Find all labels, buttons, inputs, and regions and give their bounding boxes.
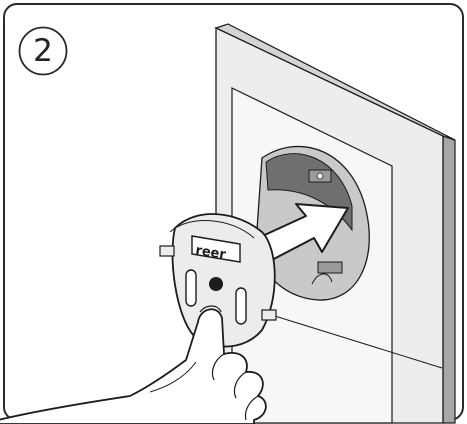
cover-slot-right xyxy=(236,288,246,324)
cover-slot-left xyxy=(186,270,196,306)
frame-side xyxy=(443,136,455,423)
step-number: 2 xyxy=(20,28,66,74)
socket-screw xyxy=(317,173,323,179)
cover-tab-left xyxy=(160,246,174,256)
earth-clip-bottom xyxy=(318,262,342,273)
cover-center-hole xyxy=(209,277,223,291)
cover-tab-right xyxy=(262,310,276,320)
